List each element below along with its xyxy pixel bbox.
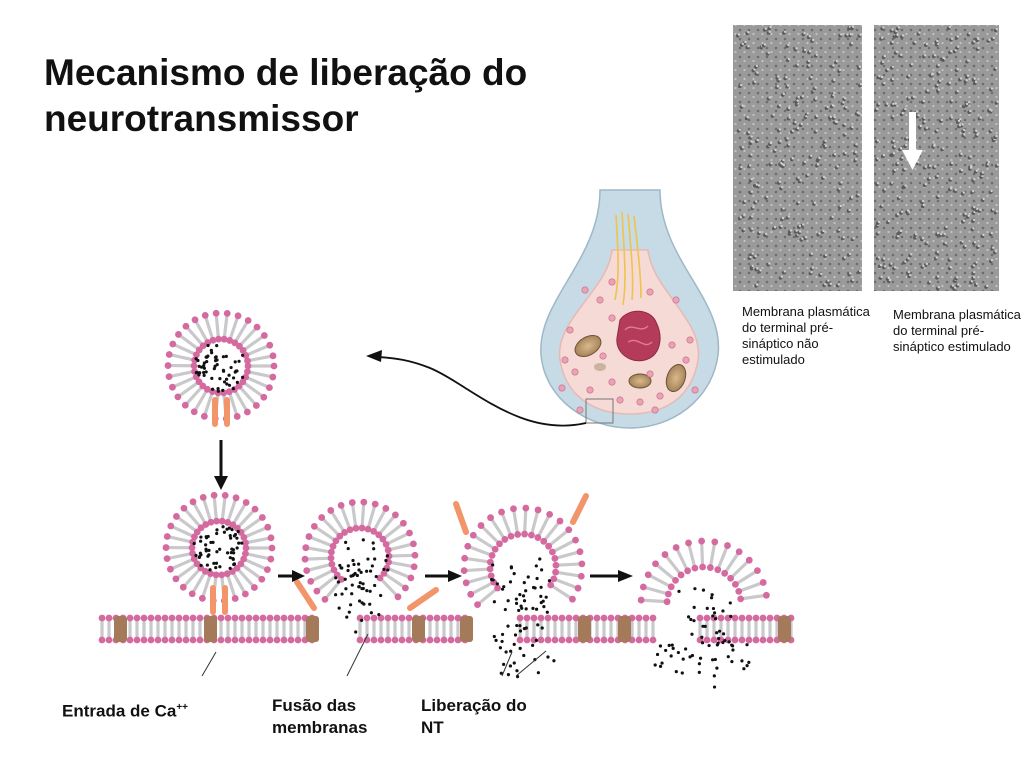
membrane-proteins — [114, 616, 791, 642]
calcium-channel — [210, 585, 228, 615]
label-nt-release: Liberação do NT — [421, 696, 527, 737]
arrow-right-icon — [590, 570, 633, 582]
calcium-channel — [212, 397, 230, 427]
micrograph-unstimulated — [733, 25, 863, 291]
arrow-right-icon — [278, 570, 305, 582]
synaptic-vesicle-releasing — [460, 504, 586, 662]
nucleus — [616, 310, 661, 362]
synaptic-vesicle-docked — [162, 491, 276, 605]
pointer-arrow — [366, 350, 587, 427]
label-membrane-fusion: Fusão das membranas — [272, 696, 368, 737]
caption-unstimulated: Membrana plasmática do terminal pré-siná… — [742, 304, 870, 367]
calcium-ions — [294, 493, 589, 611]
page-title: Mecanismo de liberação do neurotransmiss… — [44, 52, 528, 139]
zoom-box — [585, 398, 614, 424]
arrow-down-icon — [214, 440, 228, 490]
white-arrow-icon — [902, 112, 923, 170]
caption-stimulated: Membrana plasmática do terminal pré-siná… — [893, 307, 1021, 354]
label-calcium-entry: Entrada de Ca++ — [62, 701, 188, 721]
leader-lines — [201, 633, 547, 677]
mitochondrion — [574, 335, 687, 393]
synaptic-vesicle-free — [164, 309, 278, 423]
micrograph-stimulated — [874, 25, 1000, 291]
presynaptic-terminal — [540, 189, 720, 429]
synaptic-vesicle-fusing — [301, 498, 419, 634]
synaptic-vesicle-collapsed — [637, 537, 770, 689]
released-neurotransmitter — [498, 639, 751, 679]
arrow-right-icon — [425, 570, 462, 582]
